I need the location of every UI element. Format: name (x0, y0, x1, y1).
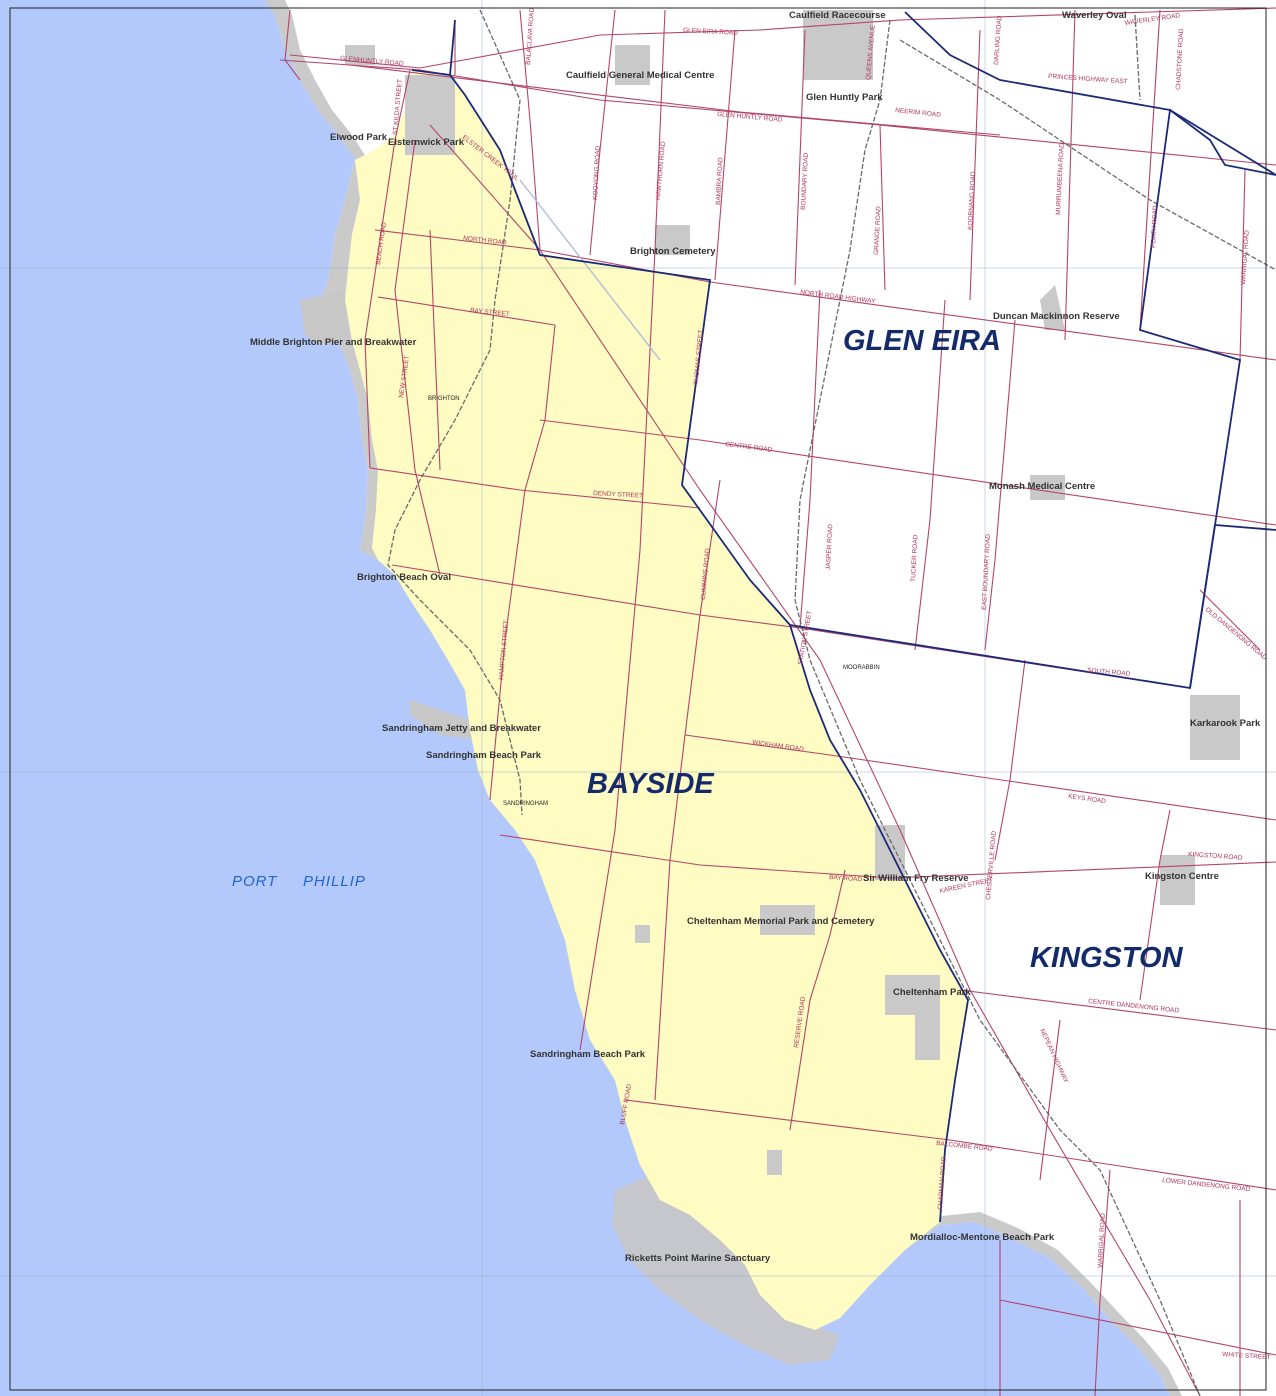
road-clarinda: CUMMINS ROAD (700, 548, 712, 600)
place-sandringham-beach-park-1: Sandringham Beach Park (426, 750, 542, 761)
suburb-sandringham: SANDRINGHAM (503, 801, 548, 807)
road-boundary: BOUNDARY ROAD (800, 152, 810, 210)
place-waverley-oval: Waverley Oval (1062, 10, 1127, 21)
place-labels: Caulfield Racecourse Waverley Oval Caulf… (250, 10, 1261, 1264)
bayside-area (345, 70, 968, 1330)
place-brighton-beach-oval: Brighton Beach Oval (357, 572, 451, 583)
suburb-brighton: BRIGHTON (428, 396, 460, 402)
sandringham-jetty (410, 700, 480, 740)
parks (345, 10, 1240, 1175)
road-kooyong: KOOYONG ROAD (592, 145, 602, 200)
place-brighton-cemetery: Brighton Cemetery (630, 246, 716, 257)
place-sir-william-fry: Sir William Fry Reserve (863, 873, 969, 884)
road-balaclava: BALACLAVA ROAD (525, 7, 536, 65)
road-dendy: DENDY STREET (593, 490, 643, 500)
road-bambra: BAMBRA ROAD (715, 157, 725, 205)
place-sandringham-jetty: Sandringham Jetty and Breakwater (382, 723, 541, 734)
road-warrigal-s: WARRIGAL ROAD (1097, 1213, 1107, 1268)
road-east-boundary: EAST BOUNDARY ROAD (981, 534, 992, 610)
place-karkarook-park: Karkarook Park (1190, 718, 1261, 729)
place-cheltenham-memorial: Cheltenham Memorial Park and Cemetery (687, 916, 875, 927)
map-frame (9, 7, 1267, 1391)
road-darling: DARLING ROAD (993, 15, 1003, 65)
place-cheltenham-park: Cheltenham Park (893, 987, 971, 998)
road-koornang: KOORNANG ROAD (967, 171, 977, 230)
road-tucker: TUCKER ROAD (910, 534, 919, 582)
port-phillip-water (0, 0, 1170, 1396)
lga-boundaries (411, 11, 1276, 1223)
road-kingston: KINGSTON ROAD (1188, 851, 1243, 862)
road-glen-eira: GLEN EIRA ROAD (683, 27, 739, 37)
road-south: SOUTH ROAD (1087, 667, 1131, 678)
road-bay-street: BAY STREET (470, 307, 510, 318)
region-label-bayside: BAYSIDE (587, 768, 715, 800)
place-mordialloc-mentone: Mordialloc-Mentone Beach Park (910, 1232, 1055, 1243)
suburb-moorabbin: MOORABBIN (843, 665, 880, 671)
place-kingston-centre: Kingston Centre (1145, 871, 1219, 882)
road-thomas: THOMAS STREET (693, 329, 705, 385)
road-charman: CHARMAN ROAD (937, 1156, 948, 1210)
water-label-phillip: PHILLIP (303, 873, 366, 890)
road-grange: GRANGE ROAD (873, 206, 883, 255)
middle-brighton-pier (300, 290, 350, 345)
water-label-port: PORT (232, 873, 278, 890)
road-chadstone: CHADSTONE ROAD (1175, 28, 1185, 90)
road-poath: POATH ROAD (1150, 205, 1159, 248)
railway-lines (387, 9, 1276, 1396)
road-white-street: WHITE STREET (1222, 1351, 1271, 1361)
place-elwood-park: Elwood Park (330, 132, 388, 143)
suburb-labels: BRIGHTON MOORABBIN SANDRINGHAM (428, 396, 880, 807)
road-neerim: NEERIM ROAD (895, 107, 942, 119)
place-caulfield-general: Caulfield General Medical Centre (566, 70, 714, 81)
road-warrigal: WARRIGAL ROAD (1240, 230, 1251, 285)
place-ricketts-point: Ricketts Point Marine Sanctuary (625, 1253, 771, 1264)
road-murrumbeena: MURRUMBEENA ROAD (1055, 143, 1066, 215)
road-bay: BAY ROAD (829, 874, 863, 883)
region-label-glen-eira: GLEN EIRA (843, 325, 1001, 357)
place-elsternwick-park: Elsternwick Park (388, 137, 465, 148)
road-st-kilda: ST KILDA STREET (392, 79, 404, 135)
road-network (279, 7, 1276, 1396)
place-duncan-mackinnon: Duncan Mackinnon Reserve (993, 311, 1120, 322)
place-sandringham-beach-park-2: Sandringham Beach Park (530, 1049, 646, 1060)
road-jasper: JASPER ROAD (825, 524, 834, 570)
region-label-kingston: KINGSTON (1030, 942, 1184, 974)
place-middle-brighton-pier: Middle Brighton Pier and Breakwater (250, 337, 417, 348)
place-glen-huntly-park: Glen Huntly Park (806, 92, 883, 103)
place-caulfield-racecourse: Caulfield Racecourse (789, 10, 886, 21)
road-north: NORTH ROAD (463, 235, 507, 247)
road-queens-avenue: QUEENS AVENUE (865, 24, 877, 80)
place-monash-medical: Monash Medical Centre (989, 481, 1095, 492)
